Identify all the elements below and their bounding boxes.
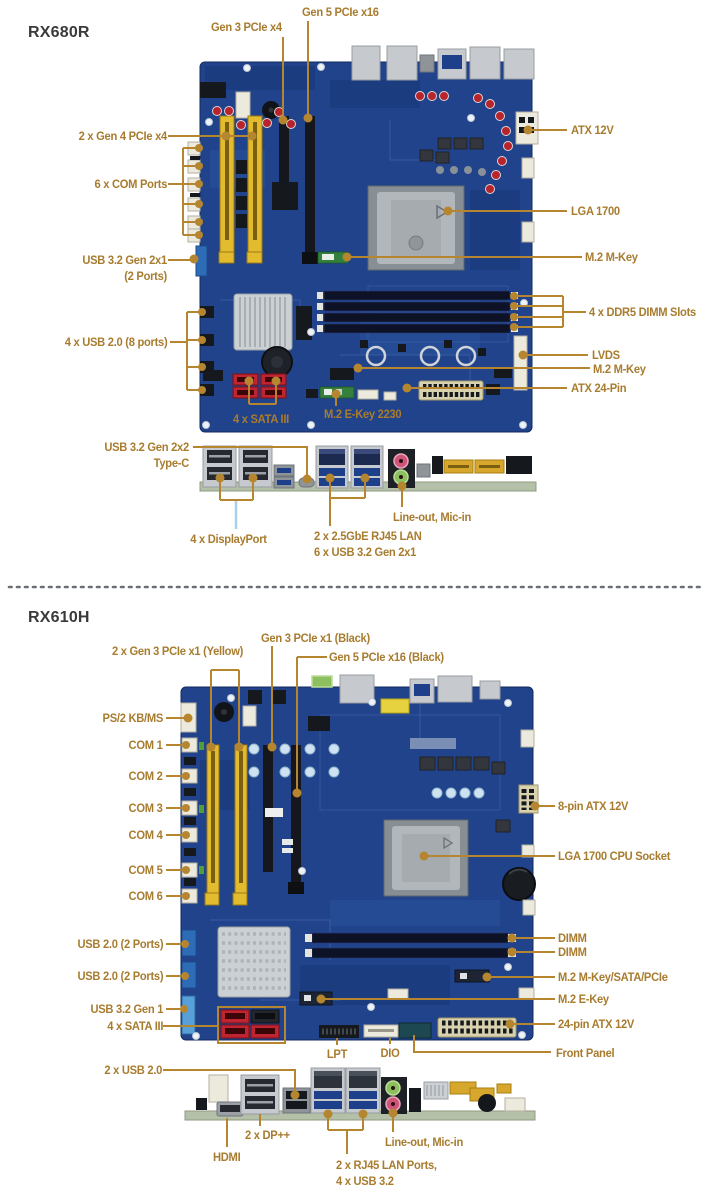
label-lan-line2: 6 x USB 3.2 Gen 2x1 <box>314 545 417 559</box>
label-usb32-gen2x1: USB 3.2 Gen 2x1 <box>82 253 167 267</box>
pcie-slots <box>204 743 340 906</box>
label-dio: DIO <box>380 1046 400 1060</box>
pcie-slots <box>218 115 318 264</box>
rx680r-board-photo <box>187 45 539 433</box>
label-gen5-pcie-x16: Gen 5 PCIe x16 <box>302 5 379 19</box>
label-m2-ekey-2230: M.2 E-Key 2230 <box>324 407 402 421</box>
label-lga1700-610: LGA 1700 CPU Socket <box>558 849 671 863</box>
label-m2-mkey-a: M.2 M-Key <box>585 250 638 264</box>
label-lvds: LVDS <box>592 348 620 362</box>
label-com5: COM 5 <box>129 863 163 877</box>
label-lga-1700: LGA 1700 <box>571 204 620 218</box>
label-dp-610: 2 x DP++ <box>245 1128 290 1142</box>
label-usb20-b: USB 2.0 (2 Ports) <box>77 969 163 983</box>
bottom-connectors <box>203 368 397 401</box>
label-gen3-black: Gen 3 PCIe x1 (Black) <box>261 631 370 645</box>
board-title-rx610h: RX610H <box>28 609 90 626</box>
label-hdmi: HDMI <box>213 1150 241 1164</box>
label-com-ports: 6 x COM Ports <box>94 177 167 191</box>
cpu-socket <box>383 756 536 901</box>
label-gen3-pcie-x4: Gen 3 PCIe x4 <box>211 20 282 34</box>
top-components <box>214 690 330 731</box>
label-ddr5-dimm: 4 x DDR5 DIMM Slots <box>589 305 696 319</box>
mounting-screws <box>192 694 526 1040</box>
label-m2-ekey-610: M.2 E-Key <box>558 992 609 1006</box>
sata-ports <box>220 1009 280 1039</box>
capacitors-vrm <box>212 91 513 194</box>
chipset-heatsink <box>217 926 291 998</box>
label-lineout-610: Line-out, Mic-in <box>385 1135 463 1149</box>
bottom-connectors <box>319 1017 517 1039</box>
rx610h-leader-lines <box>163 646 555 1154</box>
label-lineout-680: Line-out, Mic-in <box>393 510 471 524</box>
label-gen3-yellow: 2 x Gen 3 PCIe x1 (Yellow) <box>112 644 244 658</box>
label-ps2: PS/2 KB/MS <box>102 711 164 725</box>
rear-io-shields-top <box>351 45 535 81</box>
right-edge-connectors <box>518 729 536 1000</box>
mounting-screws <box>202 63 528 429</box>
label-typec-line2: Type-C <box>153 456 190 470</box>
board-title-rx680r: RX680R <box>28 24 90 41</box>
label-atx-24pin-610: 24-pin ATX 12V <box>558 1017 635 1031</box>
label-displayport: 4 x DisplayPort <box>190 532 267 546</box>
label-com3: COM 3 <box>129 801 163 815</box>
label-com2: COM 2 <box>129 769 163 783</box>
label-usb20: 4 x USB 2.0 (8 ports) <box>64 335 167 349</box>
label-dimm-a: DIMM <box>558 931 587 945</box>
label-sata: 4 x SATA III <box>232 412 289 426</box>
rx680r-leader-lines <box>168 21 590 529</box>
label-lan-line1-610: 2 x RJ45 LAN Ports, <box>336 1158 437 1172</box>
label-gen4-pcie: 2 x Gen 4 PCIe x4 <box>78 129 168 143</box>
label-atx-24pin: ATX 24-Pin <box>571 381 627 395</box>
chipset-heatsink <box>233 293 312 378</box>
label-lan-line2-610: 4 x USB 3.2 <box>336 1174 394 1188</box>
label-m2-mkey-b: M.2 M-Key <box>593 362 646 376</box>
label-m2-mkey-610: M.2 M-Key/SATA/PCIe <box>558 970 668 984</box>
label-com6: COM 6 <box>129 889 163 903</box>
below-dimm-area <box>360 340 486 367</box>
label-usb20-a: USB 2.0 (2 Ports) <box>77 937 163 951</box>
label-atx-8pin: 8-pin ATX 12V <box>558 799 629 813</box>
label-front-panel: Front Panel <box>556 1046 615 1060</box>
label-dimm-b: DIMM <box>558 945 587 959</box>
label-usb32-gen1: USB 3.2 Gen 1 <box>90 1002 163 1016</box>
label-gen5-black: Gen 5 PCIe x16 (Black) <box>329 650 444 664</box>
label-usb32-gen2x1-ports: (2 Ports) <box>124 269 167 283</box>
atx-24pin-connector <box>418 380 500 401</box>
rx680r-rear-io-photo <box>199 445 537 492</box>
label-usb20-rear: 2 x USB 2.0 <box>104 1063 162 1077</box>
label-lan-line1: 2 x 2.5GbE RJ45 LAN <box>314 529 422 543</box>
label-sata-610: 4 x SATA III <box>107 1019 163 1033</box>
rx610h-board-photo <box>180 674 539 1041</box>
label-typec-line1: USB 3.2 Gen 2x2 <box>104 440 189 454</box>
label-com4: COM 4 <box>129 828 163 842</box>
label-atx-12v: ATX 12V <box>571 123 614 137</box>
label-lpt: LPT <box>326 1047 348 1061</box>
rear-io-shields-top <box>311 674 501 714</box>
label-com1: COM 1 <box>129 738 163 752</box>
